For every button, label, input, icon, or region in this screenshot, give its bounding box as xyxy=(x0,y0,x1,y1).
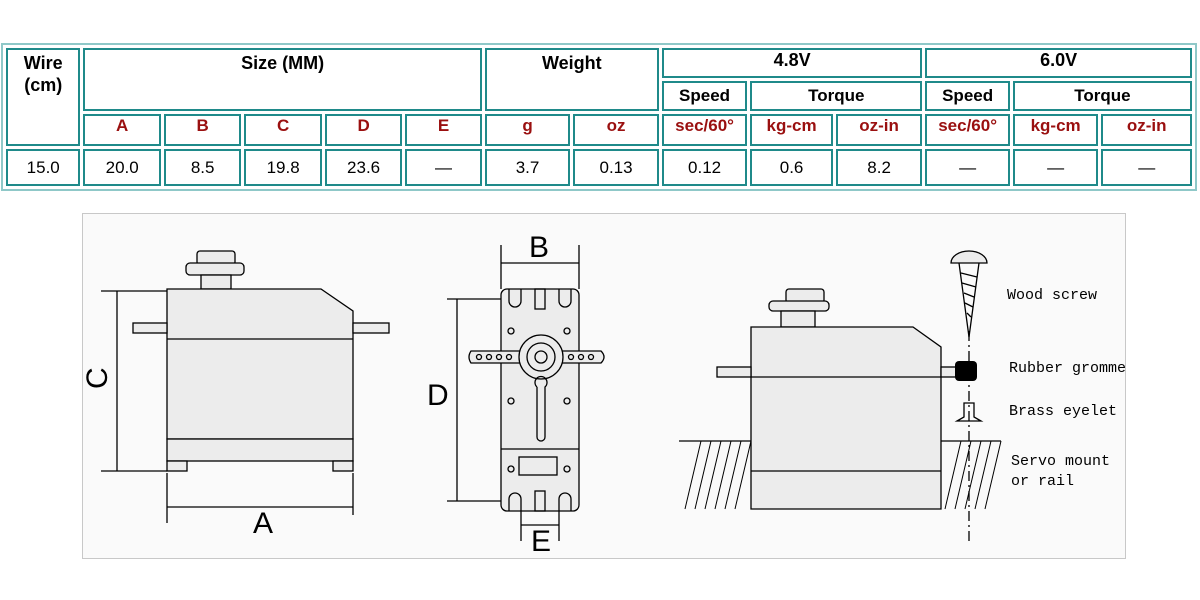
col-a: A xyxy=(83,114,161,146)
col-ozin-6-0: oz-in xyxy=(1101,114,1192,146)
value-wire: 15.0 xyxy=(6,149,81,186)
value-d: 23.6 xyxy=(324,149,403,186)
servo-drawing-panel: C A B xyxy=(82,213,1126,559)
spec-table: Wire (cm) Size (MM) Weight 4.8V 6.0V Spe… xyxy=(1,43,1197,191)
col-c: C xyxy=(244,114,322,146)
value-speed-6-0: — xyxy=(925,149,1010,186)
col-kgcm-4-8: kg-cm xyxy=(750,114,833,146)
speed-label-4-8: Speed xyxy=(661,81,748,111)
value-b: 8.5 xyxy=(163,149,242,186)
col-ozin-4-8: oz-in xyxy=(835,114,923,146)
dimension-c-label: C xyxy=(83,367,114,389)
col-d: D xyxy=(324,114,403,146)
weight-header: Weight xyxy=(484,48,659,111)
dimension-d-label: D xyxy=(427,379,449,412)
dimension-a-label: A xyxy=(253,507,273,540)
value-c: 19.8 xyxy=(244,149,322,186)
value-oz: 0.13 xyxy=(573,149,659,186)
servo-side-view xyxy=(447,245,605,541)
col-oz: oz xyxy=(573,114,659,146)
wire-header: Wire (cm) xyxy=(6,48,81,146)
value-e: — xyxy=(405,149,482,186)
size-header: Size (MM) xyxy=(83,48,482,111)
rubber-grommet-label: Rubber grommet xyxy=(1009,360,1125,377)
servo-mount-label-line2: or rail xyxy=(1011,473,1074,490)
torque-label-6-0: Torque xyxy=(1012,81,1192,111)
value-speed-4-8: 0.12 xyxy=(661,149,748,186)
dimension-b-label: B xyxy=(529,231,549,264)
wood-screw-label: Wood screw xyxy=(1007,287,1097,304)
servo-front-view xyxy=(101,250,390,523)
value-kgcm-6-0: — xyxy=(1012,149,1099,186)
torque-label-4-8: Torque xyxy=(750,81,923,111)
value-ozin-4-8: 8.2 xyxy=(835,149,923,186)
table-row: 15.0 20.0 8.5 19.8 23.6 — 3.7 0.13 0.12 … xyxy=(6,149,1192,186)
value-kgcm-4-8: 0.6 xyxy=(750,149,833,186)
value-g: 3.7 xyxy=(484,149,571,186)
voltage-4-8-header: 4.8V xyxy=(661,48,923,78)
speed-label-6-0: Speed xyxy=(925,81,1010,111)
dimension-e-label: E xyxy=(531,525,551,558)
col-g: g xyxy=(484,114,571,146)
value-ozin-6-0: — xyxy=(1101,149,1192,186)
brass-eyelet-label: Brass eyelet xyxy=(1009,403,1117,420)
col-e: E xyxy=(405,114,482,146)
col-b: B xyxy=(163,114,242,146)
value-a: 20.0 xyxy=(83,149,161,186)
servo-drawing: C A B xyxy=(83,231,1125,558)
voltage-6-0-header: 6.0V xyxy=(925,48,1192,78)
servo-mount-label: Servo mount xyxy=(1011,453,1110,470)
servo-mount-view xyxy=(679,250,1002,541)
col-sec-6-0: sec/60° xyxy=(925,114,1010,146)
col-kgcm-6-0: kg-cm xyxy=(1012,114,1099,146)
col-sec-4-8: sec/60° xyxy=(661,114,748,146)
